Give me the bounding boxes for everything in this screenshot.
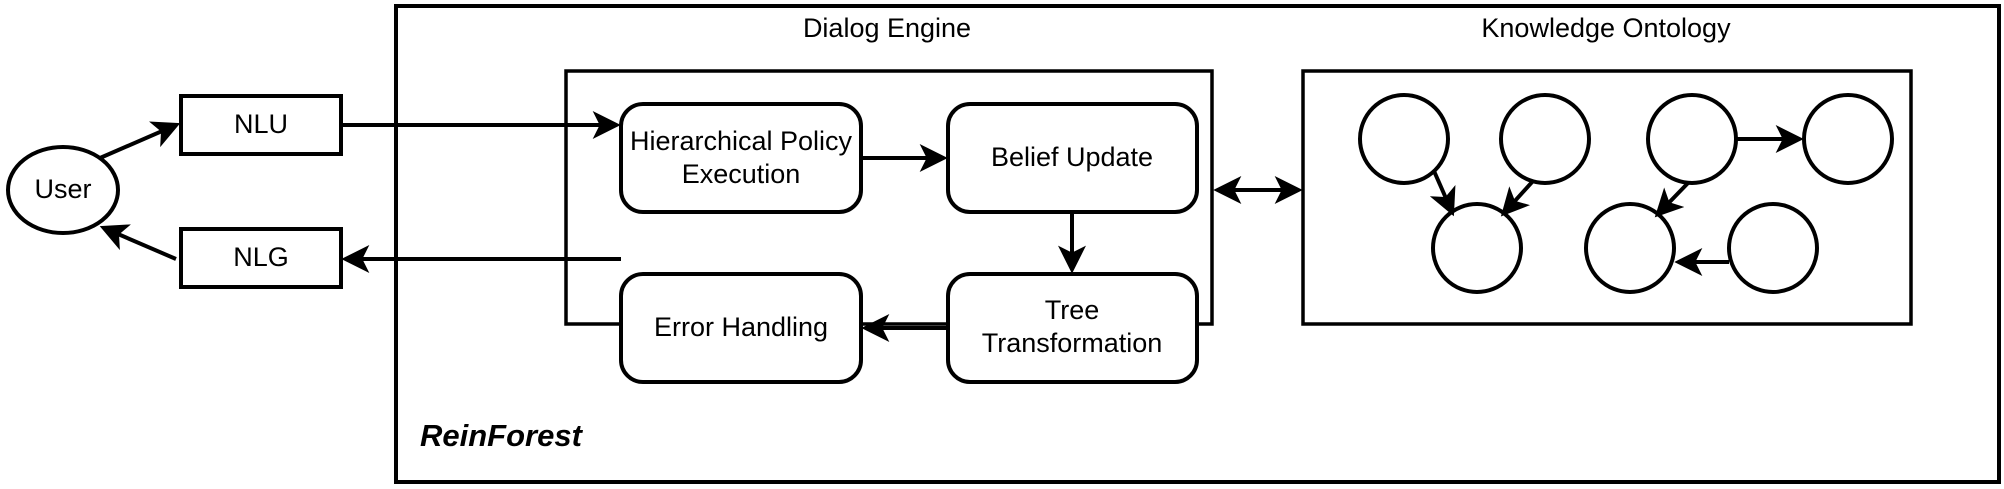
ontology-edge-n3-n6 xyxy=(1654,181,1690,218)
nlg-node xyxy=(179,227,343,289)
ontology-node-1 xyxy=(1358,93,1450,185)
flow-user-to-nlu xyxy=(99,121,181,160)
knowledge-ontology-title: Knowledge Ontology xyxy=(1481,13,1731,43)
dialog-engine-title: Dialog Engine xyxy=(803,13,971,43)
module-error-handling-label: Error Handling xyxy=(654,312,828,342)
ontology-node-7 xyxy=(1727,202,1819,294)
ontology-node-3 xyxy=(1646,93,1738,185)
module-tree-transformation-label2: Transformation xyxy=(982,328,1163,358)
module-hierarchical-policy-execution-label: Hierarchical Policy xyxy=(630,126,853,156)
system-label: ReinForest xyxy=(420,418,584,453)
module-tree-transformation-label: Tree xyxy=(1045,295,1100,325)
module-belief-update-label: Belief Update xyxy=(991,142,1153,172)
user-node-label: User xyxy=(34,174,91,204)
module-hierarchical-policy-execution-label2: Execution xyxy=(682,159,801,189)
flow-nlg-to-user xyxy=(99,224,177,261)
ontology-edge-n1-n5 xyxy=(1429,170,1456,217)
module-hierarchical-policy-execution xyxy=(619,102,863,214)
user-node xyxy=(6,145,120,235)
nlg-node-label: NLG xyxy=(233,242,289,272)
nlu-node xyxy=(179,94,343,156)
ontology-edge-n2-n5 xyxy=(1500,179,1535,217)
ontology-node-5 xyxy=(1431,202,1523,294)
module-error-handling xyxy=(619,272,863,384)
ontology-node-6 xyxy=(1584,202,1676,294)
ontology-node-4 xyxy=(1802,93,1894,185)
nlu-node-label: NLU xyxy=(234,109,288,139)
ontology-node-2 xyxy=(1499,93,1591,185)
